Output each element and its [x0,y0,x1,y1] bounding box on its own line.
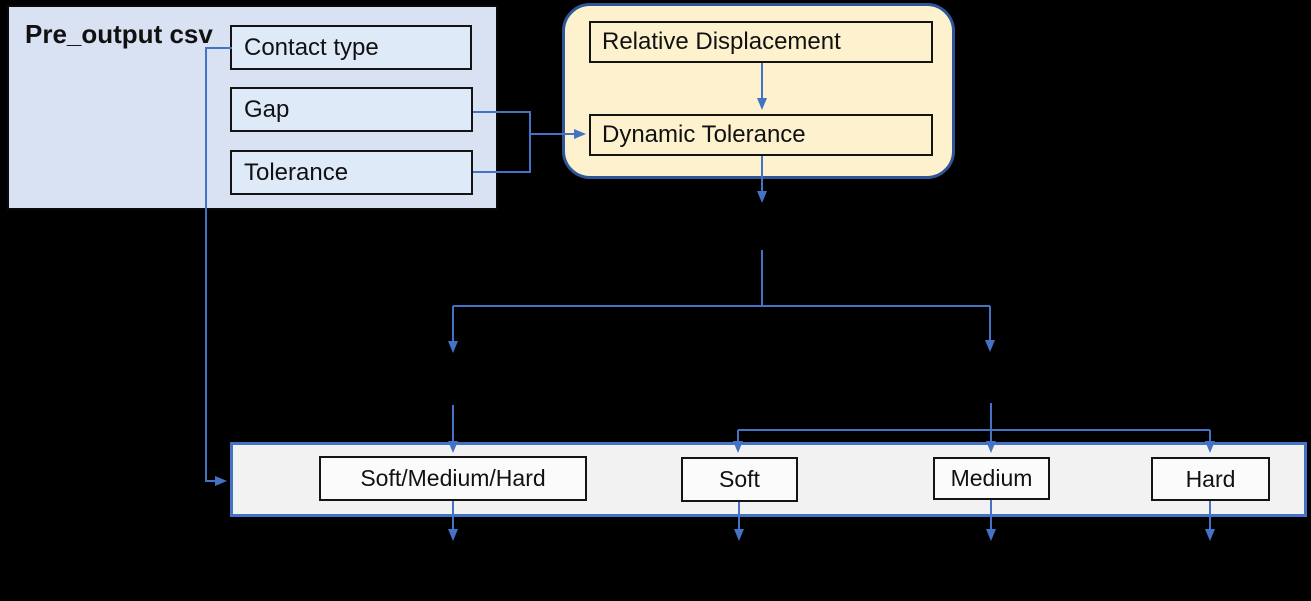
output-box-medium: Medium [933,457,1050,500]
relative-displacement-box: Relative Displacement [589,21,933,63]
output-box-soft-label: Soft [719,466,760,492]
dynamic-tolerance-box: Dynamic Tolerance [589,114,933,156]
field-contact-type-label: Contact type [244,33,379,61]
pre-output-panel-title: Pre_output csv [25,19,213,49]
output-box-hard: Hard [1151,457,1270,501]
output-box-medium-label: Medium [950,465,1033,491]
dynamic-tolerance-label: Dynamic Tolerance [602,121,806,148]
output-box-hard-label: Hard [1185,465,1236,492]
output-box-soft-medium-hard-label: Soft/Medium/Hard [360,465,546,491]
output-box-soft-medium-hard: Soft/Medium/Hard [319,456,587,501]
field-gap: Gap [230,87,473,132]
field-contact-type: Contact type [230,25,472,70]
output-box-soft: Soft [681,457,798,502]
connector-branch-trunk [453,250,990,307]
field-tolerance-label: Tolerance [244,158,349,186]
field-gap-label: Gap [244,95,290,123]
field-tolerance: Tolerance [230,150,473,195]
relative-displacement-label: Relative Displacement [602,28,841,55]
